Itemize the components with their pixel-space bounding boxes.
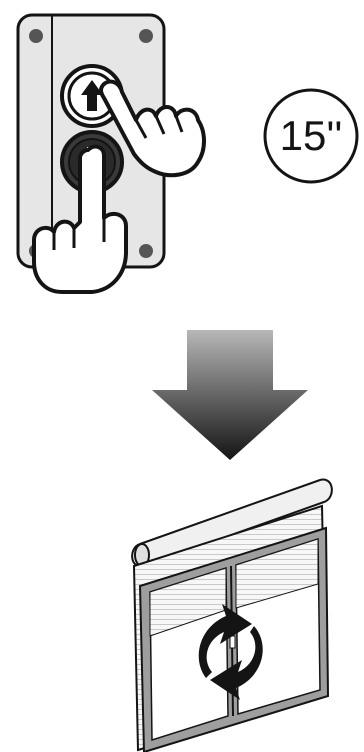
duration-badge: [263, 88, 359, 184]
hand-pressing-icon: [32, 144, 128, 294]
window-illustration: [131, 478, 333, 752]
duration-label: 15'': [279, 112, 343, 159]
arrow-up-icon: [81, 80, 103, 111]
screw-icon: [29, 29, 43, 43]
screw-icon: [139, 244, 153, 258]
roller-tube: [131, 478, 333, 568]
screw-icon: [139, 29, 153, 43]
rotate-arrows-icon: [198, 604, 263, 700]
hand-pressing-icon: [99, 79, 206, 178]
arrow-down-icon: [152, 330, 308, 460]
